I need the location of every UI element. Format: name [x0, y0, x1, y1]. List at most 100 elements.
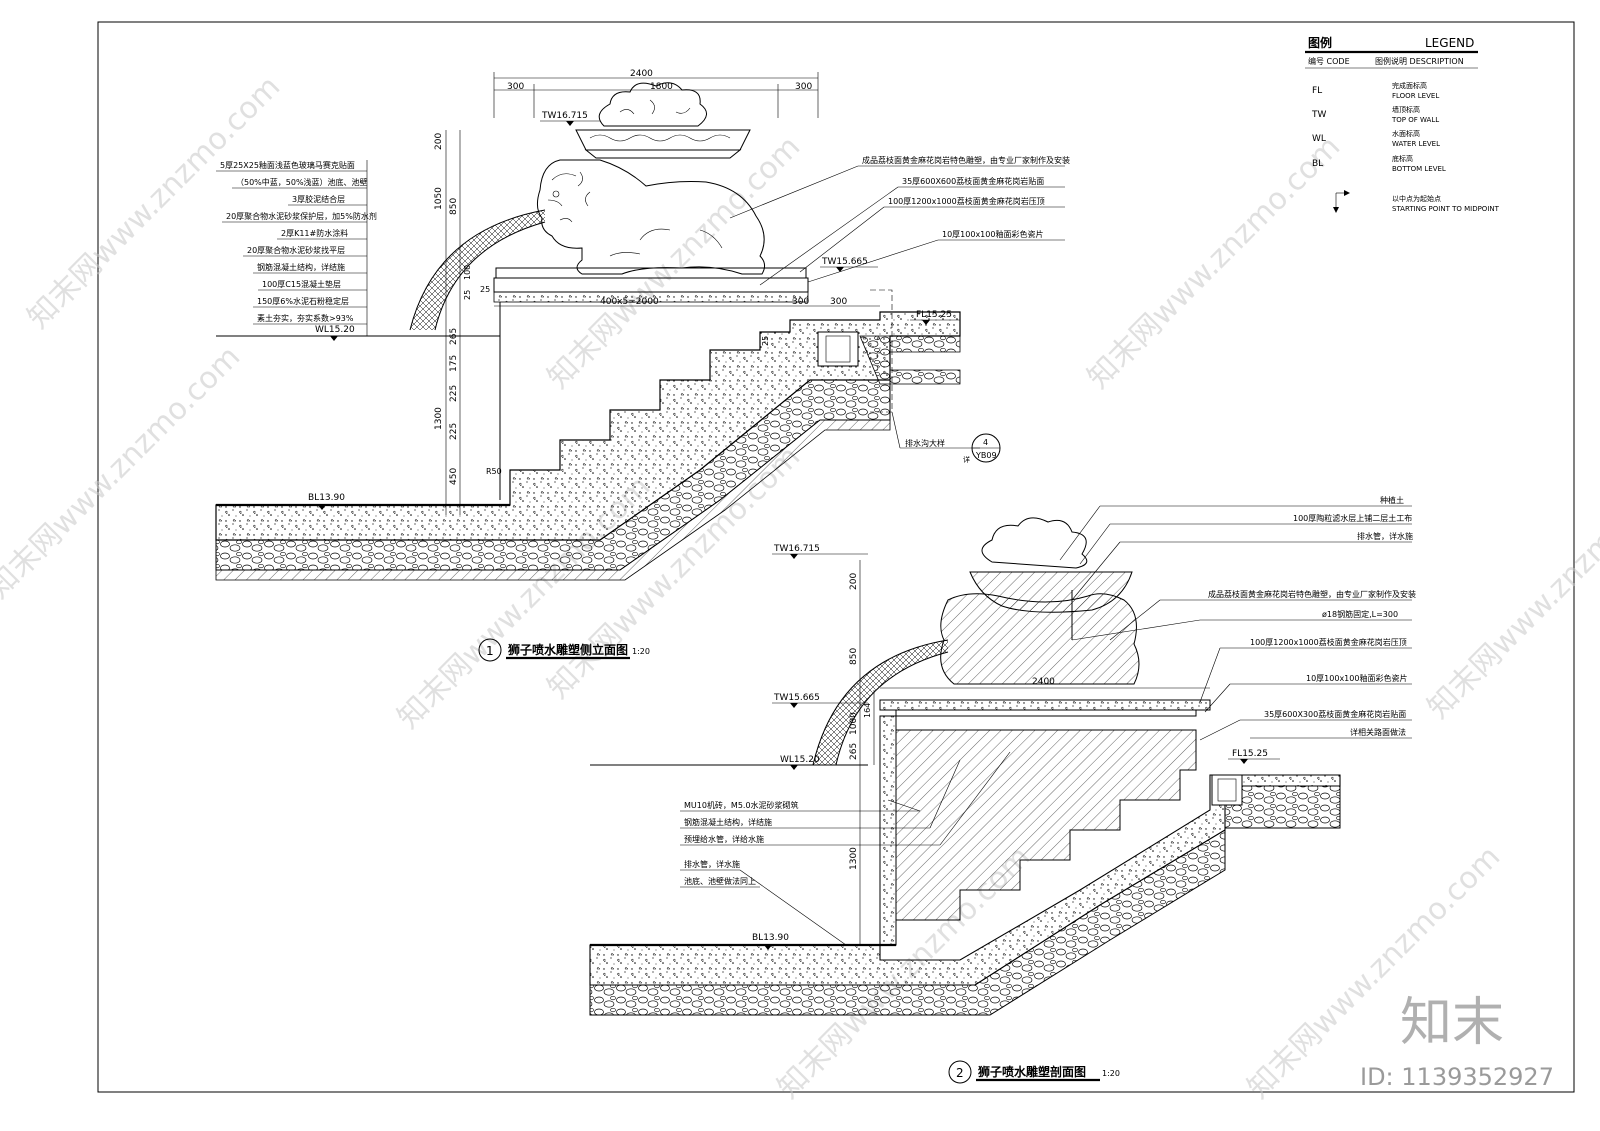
callout-num: 4 [983, 438, 988, 447]
legend-row: WL 水面标高 WATER LEVEL [1312, 129, 1440, 148]
callout-ref: YB09 [975, 451, 997, 460]
drawing-1-elevation: 2400 300 1800 300 TW16.715 200 1050 850 … [215, 69, 1070, 662]
dim-v: 265 [849, 743, 859, 760]
note-item: 5厚25X25釉面浅蓝色玻璃马赛克贴面 [220, 160, 355, 170]
legend-row: BL 底标高 BOTTOM LEVEL [1312, 154, 1446, 173]
level-tw-mid: TW15.665 [773, 693, 820, 703]
level-fl: FL15.25 [1232, 749, 1268, 759]
legend-code: TW [1311, 110, 1326, 120]
dim-v: 850 [449, 198, 459, 215]
note-item: 100厚1200x1000荔枝面黄金麻花岗岩压顶 [1250, 637, 1407, 647]
note-item: 详相关路面做法 [1350, 727, 1406, 737]
level-tw-top: TW16.715 [773, 544, 820, 554]
dim-v: 1050 [434, 187, 444, 210]
note-item: 100厚1200x1000荔枝面黄金麻花岗岩压顶 [888, 196, 1045, 206]
level-tw-top: TW16.715 [541, 111, 588, 121]
midpoint-arrow-icon [1333, 190, 1350, 213]
level-wl: WL15.20 [780, 755, 820, 765]
dim-mid: 1800 [650, 82, 673, 92]
note-item: （50%中蓝，50%浅蓝）池底、池壁 [236, 177, 368, 187]
legend-row: 以中点为起始点 STARTING POINT TO MIDPOINT [1333, 190, 1500, 213]
dim-v: 1000 [849, 712, 859, 735]
note-item: 35厚600X600荔枝面黄金麻花岗岩贴面 [902, 176, 1044, 186]
legend-row: FL 完成面标高 FLOOR LEVEL [1312, 81, 1439, 100]
drawing-title: 狮子喷水雕塑剖面图 [977, 1064, 1086, 1079]
note-list-right-2: 种植土 100厚陶粒滤水层上铺二层土工布 排水管，详水施 成品荔枝面黄金麻花岗岩… [1059, 495, 1416, 741]
level-wl: WL15.20 [315, 325, 355, 335]
radius-label: R50 [486, 467, 502, 476]
legend-desc-en: STARTING POINT TO MIDPOINT [1392, 205, 1500, 213]
dim-v: 1300 [849, 847, 859, 870]
legend-desc-cn: 底标高 [1392, 154, 1413, 163]
level-fl: FL15.25 [916, 310, 952, 320]
dim-v: 225 [449, 385, 459, 402]
dim-v: 850 [849, 648, 859, 665]
drawing-title: 狮子喷水雕塑侧立面图 [507, 642, 628, 657]
drawing-scale: 1:20 [1102, 1069, 1120, 1078]
legend-code: FL [1312, 86, 1322, 96]
level-bl: BL13.90 [752, 933, 789, 943]
dim-base-a: 300 [792, 297, 809, 307]
note-item: 排水管，详水施 [1357, 531, 1413, 541]
dim-right: 300 [795, 82, 812, 92]
dim-v: 164 [863, 703, 872, 718]
legend-col-code: 编号 CODE [1308, 56, 1350, 66]
dim-steps: 400x5=2000 [600, 297, 659, 307]
watermark-text: 知末网www.znzmo.com [1081, 129, 1347, 395]
note-item: 100厚C15混凝土垫层 [262, 279, 341, 289]
note-item: 种植土 [1380, 495, 1404, 505]
level-bl: BL13.90 [308, 493, 345, 503]
dim-v: 200 [434, 133, 444, 150]
legend-code: BL [1312, 159, 1323, 169]
legend-code: WL [1312, 134, 1326, 144]
dim-v: 175 [449, 355, 459, 372]
drawing-number-circle [478, 638, 502, 662]
note-item: MU10机砖，M5.0水泥砂浆砌筑 [684, 800, 799, 810]
sheet-border [97, 21, 1575, 1093]
dim-v: 1300 [434, 407, 444, 430]
callout-text: 排水沟大样 [905, 438, 945, 448]
drawing-number: 1 [486, 644, 494, 658]
note-item: 2厚K11#防水涂料 [281, 228, 348, 238]
level-tw-mid: TW15.665 [821, 257, 868, 267]
watermark-text: 知末网www.znzmo.com [21, 69, 287, 335]
legend-row: TW 墙顶标高 TOP OF WALL [1311, 105, 1439, 124]
legend-title-en: LEGEND [1425, 36, 1474, 50]
note-item: 排水管，详水施 [684, 859, 740, 869]
note-item: 20厚聚合物水泥砂浆保护层，加5%防水剂 [226, 211, 377, 221]
drawing-scale: 1:20 [632, 647, 650, 656]
watermark-text: 知末网www.znzmo.com [0, 339, 247, 605]
note-item: 150厚6%水泥石粉稳定层 [257, 296, 349, 306]
drawing-2-section: TW16.715 TW15.665 WL15.20 BL13.90 FL15.2… [589, 495, 1416, 1084]
legend-desc-en: FLOOR LEVEL [1392, 92, 1439, 100]
note-list-right-1: 成品荔枝面黄金麻花岗岩特色雕塑，由专业厂家制作及安装 35厚600X600荔枝面… [729, 155, 1070, 286]
brand-id-text: ID: 1139352927 [1360, 1063, 1554, 1091]
note-item: 钢筋混凝土结构，详结施 [684, 817, 772, 827]
dim-v: 225 [449, 423, 459, 440]
legend-desc-cn: 墙顶标高 [1392, 105, 1420, 114]
note-item: 10厚100x100釉面彩色瓷片 [1306, 673, 1407, 683]
legend-table: 图例 LEGEND 编号 CODE 图例说明 DESCRIPTION FL 完成… [1305, 35, 1500, 213]
drawing-number: 2 [956, 1066, 964, 1080]
legend-desc-cn: 完成面标高 [1392, 81, 1427, 90]
note-item: 池底、池壁做法同上 [684, 876, 756, 886]
note-item: 10厚100x100釉面彩色瓷片 [942, 229, 1043, 239]
legend-col-desc: 图例说明 DESCRIPTION [1375, 56, 1464, 66]
dim-v: 200 [849, 573, 859, 590]
legend-desc-cn: 以中点为起始点 [1392, 194, 1441, 203]
legend-desc-en: WATER LEVEL [1392, 140, 1440, 148]
dim-v: 100 [463, 265, 472, 280]
watermark-text: 知末网www.znzmo.com [1421, 459, 1600, 725]
note-item: 20厚聚合物水泥砂浆找平层 [247, 245, 345, 255]
brand-logo-text: 知末 [1400, 993, 1504, 1053]
pool-hatched-core [895, 729, 1197, 921]
legend-desc-cn: 水面标高 [1392, 129, 1420, 138]
note-item: 成品荔枝面黄金麻花岗岩特色雕塑，由专业厂家制作及安装 [1208, 589, 1416, 599]
note-item: ø18钢筋固定,L=300 [1322, 609, 1398, 619]
dim-base-b: 300 [830, 297, 847, 307]
note-item: 钢筋混凝土结构，详结施 [257, 262, 345, 272]
dim-v: 450 [449, 468, 459, 485]
note-item: 35厚600X300荔枝面黄金麻花岗岩贴面 [1264, 709, 1406, 719]
note-item: 100厚陶粒滤水层上铺二层土工布 [1293, 513, 1412, 523]
